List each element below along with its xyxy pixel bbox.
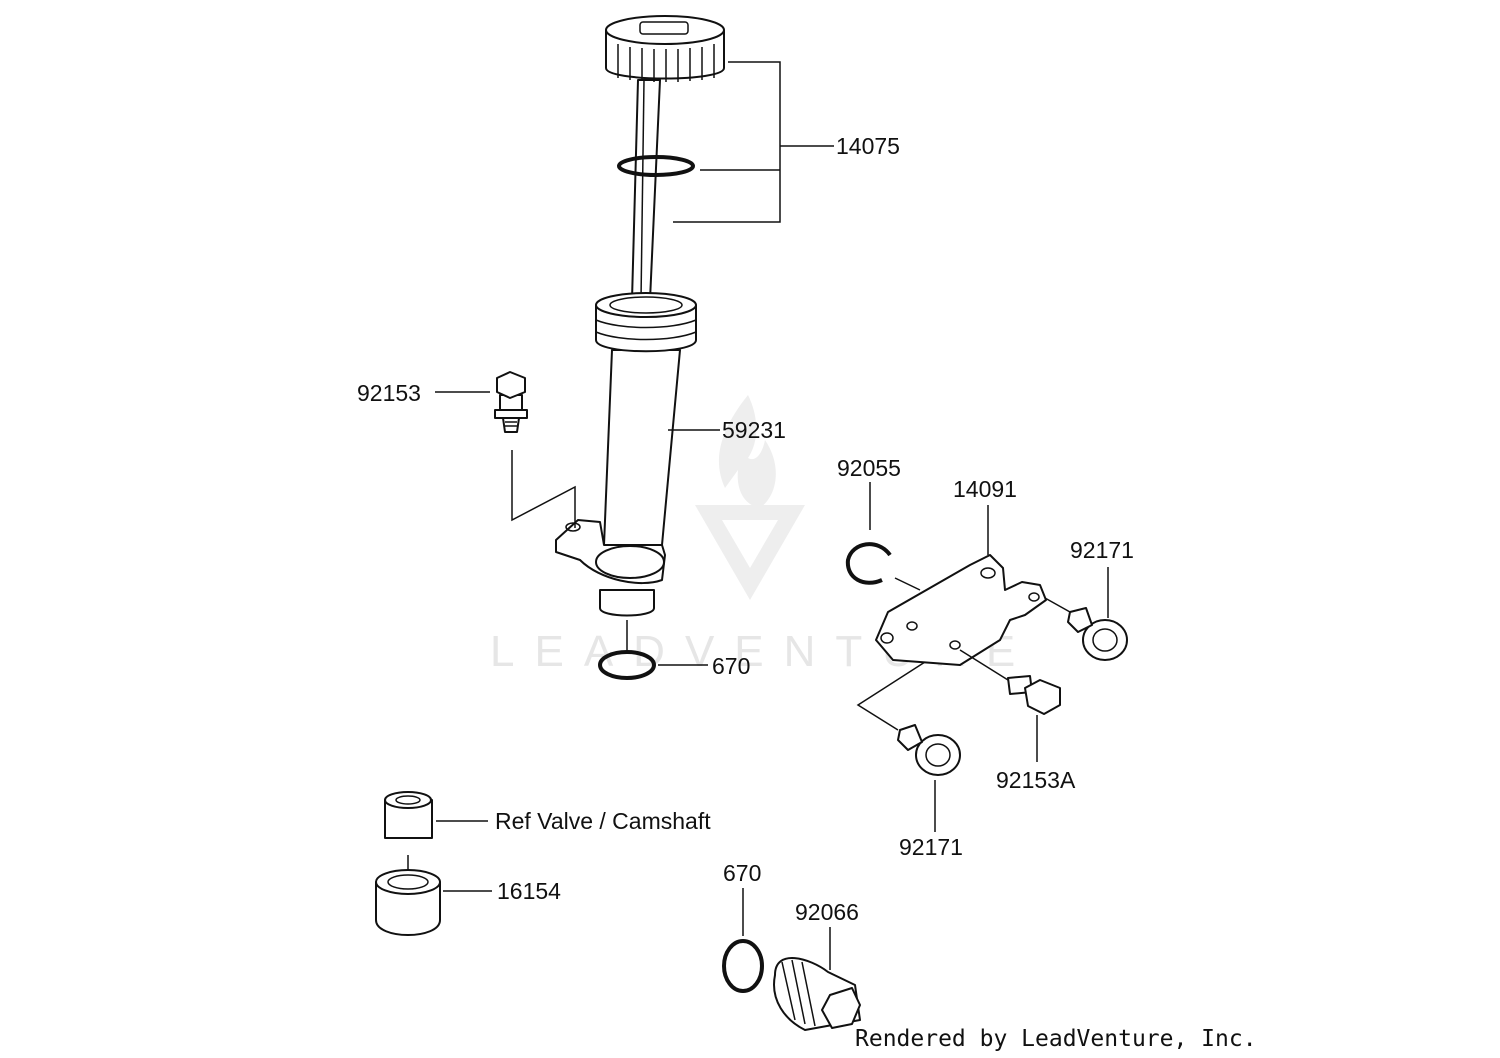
label-92066: 92066	[795, 899, 859, 925]
label-14075: 14075	[836, 133, 900, 159]
part-59231-oil-filler-tube[interactable]	[555, 292, 697, 617]
label-92153A: 92153A	[996, 767, 1076, 793]
leader-lines	[407, 61, 1109, 970]
part-92153-bolt[interactable]	[494, 371, 528, 433]
label-14091: 14091	[953, 476, 1017, 502]
part-92171-clamp-bottom[interactable]	[897, 724, 961, 776]
label-59231: 59231	[722, 417, 786, 443]
part-92066-drain-plug[interactable]	[773, 957, 861, 1031]
part-670-oring-plug[interactable]	[722, 939, 764, 993]
part-ref-valve-camshaft	[384, 791, 433, 839]
label-ref-valve-camshaft: Ref Valve / Camshaft	[495, 808, 711, 834]
label-92171-top: 92171	[1070, 537, 1134, 563]
watermark-v-icon	[695, 505, 805, 600]
part-14075-dipstick[interactable]	[605, 15, 725, 301]
part-16154-rotor[interactable]	[375, 869, 441, 936]
label-92055: 92055	[837, 455, 901, 481]
part-14091-bracket[interactable]	[875, 554, 1047, 666]
part-92171-clamp-right[interactable]	[1067, 607, 1128, 661]
credit-text: Rendered by LeadVenture, Inc.	[855, 1026, 1257, 1052]
part-92055-clip[interactable]	[845, 542, 892, 585]
part-labels: 14075 92153 59231 92055 14091 92171 670 …	[357, 133, 1134, 925]
part-670-oring-tube[interactable]	[598, 650, 656, 680]
part-92153A-bolt[interactable]	[1007, 675, 1061, 715]
label-92153: 92153	[357, 380, 421, 406]
label-16154: 16154	[497, 878, 561, 904]
watermark-flame-icon	[718, 395, 776, 508]
label-92171-bottom: 92171	[899, 834, 963, 860]
label-670-bottom: 670	[723, 860, 761, 886]
label-670-top: 670	[712, 653, 750, 679]
